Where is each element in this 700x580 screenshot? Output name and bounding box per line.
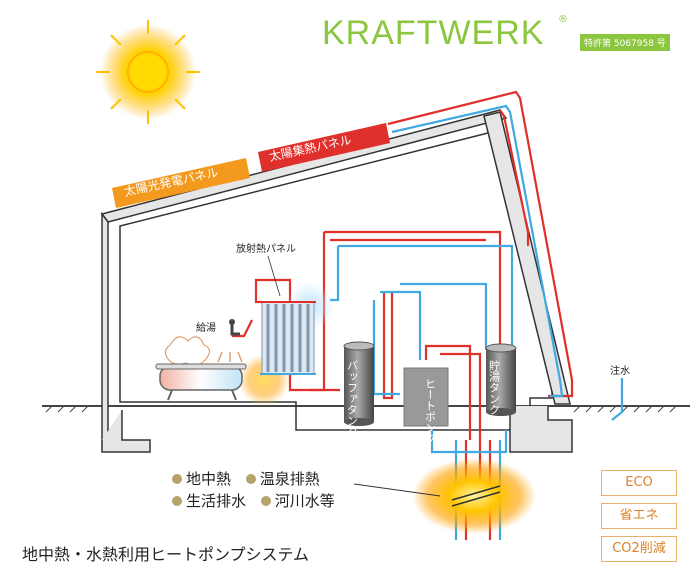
brand-logo: KRAFTWERK — [322, 14, 545, 52]
system-title: 地中熱・水熱利用ヒートポンプシステム — [22, 545, 310, 564]
buffer-tank-label: バッファタンク — [346, 360, 359, 437]
heat-pump-label: ヒートポンプ — [424, 378, 437, 444]
bathtub-icon: 給湯 — [155, 319, 247, 401]
legend-item-hot-spring: 温泉排熱 — [259, 470, 320, 488]
hot-water-supply-label: 給湯 — [196, 321, 216, 334]
house-shell — [100, 109, 573, 453]
legend-item-geothermal: 地中熱 — [186, 470, 232, 488]
legend-item-wastewater: 生活排水 — [186, 492, 247, 510]
registered-mark: ® — [558, 14, 568, 25]
storage-tank-label: 貯湯タンク — [488, 360, 501, 415]
radiant-panel: 放射熱パネル — [236, 242, 334, 406]
badge-eco: ECO — [601, 470, 677, 496]
legend-bullet-icon — [172, 474, 182, 484]
legend-bullet-icon — [245, 474, 256, 484]
legend-bullet-icon — [260, 496, 271, 506]
ground-heat-source — [353, 458, 536, 534]
legend-bullet-icon — [172, 496, 182, 506]
radiant-panel-label: 放射熱パネル — [236, 242, 296, 255]
heat-pump-unit: ヒートポンプ — [403, 367, 449, 444]
sun-icon — [96, 20, 200, 124]
heat-source-legend: 地中熱 温泉排熱 生活排水 河川水等 — [172, 468, 345, 512]
storage-tank: 貯湯タンク — [485, 343, 517, 416]
buffer-tank: バッファタンク — [343, 341, 375, 437]
badge-energy-saving: 省エネ — [601, 503, 677, 529]
legend-item-river: 河川水等 — [274, 492, 335, 510]
water-injection-label: 注水 — [610, 364, 630, 377]
patent-number: 特許第 5067958 号 — [580, 34, 670, 51]
badge-co2-reduction: CO2削減 — [601, 536, 677, 562]
